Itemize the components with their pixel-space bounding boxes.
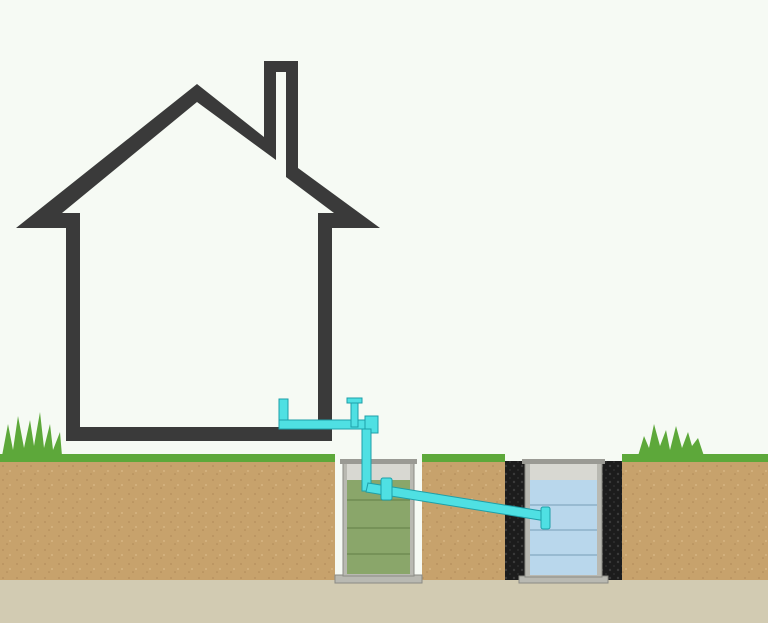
septic-tank-primary: [334, 459, 423, 584]
grass-strip-left: [0, 454, 335, 462]
house-outline-icon: [16, 61, 380, 441]
soil-right: [622, 461, 768, 580]
drain-pipe: [278, 397, 551, 530]
grass-strip-middle: [422, 454, 505, 462]
soil-middle: [422, 461, 505, 580]
grass-strip-right: [622, 454, 768, 462]
soil-left: [0, 461, 335, 580]
bedrock-layer: [0, 580, 768, 623]
grass-tuft-icon: [2, 412, 62, 456]
grass-tuft-icon: [638, 424, 704, 456]
septic-tank-secondary: [518, 459, 609, 584]
